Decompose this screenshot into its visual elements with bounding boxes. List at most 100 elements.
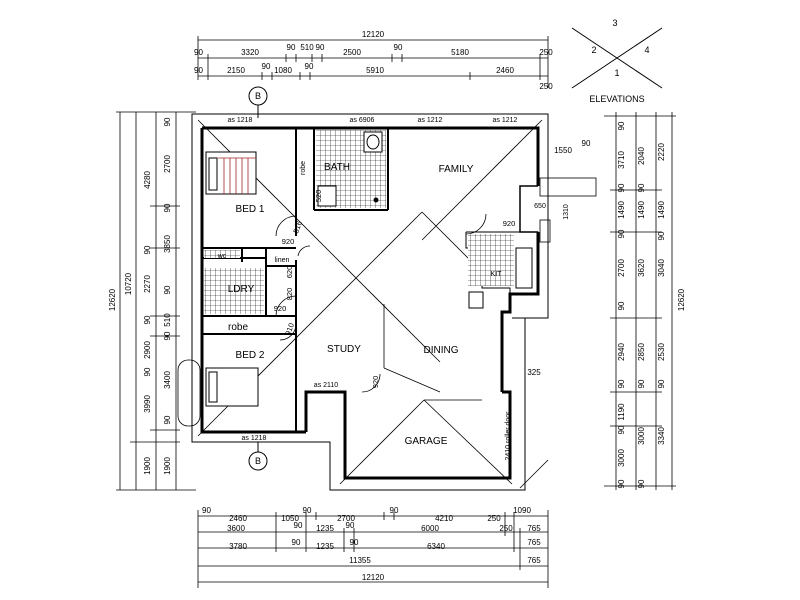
door-516: 516 bbox=[291, 220, 304, 235]
right-dim-c1-9: 1190 bbox=[617, 403, 626, 421]
room-robe2: robe bbox=[228, 322, 248, 333]
bottom-dim-r1-1: 2460 bbox=[229, 514, 247, 523]
bottom-dim-r3-0: 3780 bbox=[229, 542, 247, 551]
door-920-family: 920 bbox=[503, 219, 516, 228]
right-dim-c1-7: 2940 bbox=[617, 343, 626, 361]
left-dim-c4: 12620 bbox=[108, 288, 117, 311]
bed-2 bbox=[205, 367, 259, 407]
elevations-title: ELEVATIONS bbox=[589, 94, 644, 104]
note-1310: 1310 bbox=[563, 204, 570, 220]
elevation-3: 3 bbox=[612, 18, 617, 28]
section-marker-bottom bbox=[248, 442, 268, 471]
door-620: 620 bbox=[285, 266, 294, 279]
bottom-dim-r1-0: 90 bbox=[202, 506, 211, 515]
right-dim-c2-4: 2850 bbox=[637, 343, 646, 361]
bottom-dim-r2-4: 6000 bbox=[421, 524, 439, 533]
right-dim-c3-2: 90 bbox=[657, 231, 666, 240]
right-dim-c4: 12620 bbox=[677, 288, 686, 311]
note-as6906: as 6906 bbox=[350, 117, 375, 124]
bottom-dim-r3-4: 6340 bbox=[427, 542, 445, 551]
bottom-dim-r2-1: 90 bbox=[294, 521, 303, 530]
room-study: STUDY bbox=[327, 344, 361, 355]
top-dim-r1-3: 510 bbox=[300, 43, 314, 52]
room-linen: linen bbox=[275, 257, 290, 264]
note-as1218-bottom: as 1218 bbox=[242, 435, 267, 442]
top-dim-r2-0: 90 bbox=[194, 66, 203, 75]
top-dim-r2-3: 1080 bbox=[274, 66, 292, 75]
right-dim-c1-8: 90 bbox=[617, 379, 626, 388]
laundry-tiles bbox=[204, 268, 264, 314]
right-dim-c1-0: 90 bbox=[617, 121, 626, 130]
left-dim-c2-4: 2900 bbox=[143, 341, 152, 359]
garage-roller-door: 2410 roller door bbox=[505, 411, 512, 461]
right-dim-c1-11: 3000 bbox=[617, 449, 626, 467]
top-dim-r1-1: 3320 bbox=[241, 48, 259, 57]
top-dimension-lines bbox=[197, 36, 549, 88]
wc-tiles bbox=[204, 250, 240, 258]
left-dim-c2-0: 4280 bbox=[143, 171, 152, 189]
right-dim-c1-3: 1490 bbox=[617, 201, 626, 219]
right-dim-c1-4: 90 bbox=[617, 229, 626, 238]
elevation-4: 4 bbox=[644, 45, 649, 55]
top-dim-r1-4: 90 bbox=[316, 43, 325, 52]
left-dim-c2-7: 1900 bbox=[143, 457, 152, 475]
bottom-dim-r3-1: 90 bbox=[292, 538, 301, 547]
left-dimension-lines bbox=[116, 111, 196, 491]
door-910: 910 bbox=[283, 322, 296, 337]
top-dim-r1-0: 90 bbox=[194, 48, 203, 57]
bottom-overall-dim: 12120 bbox=[362, 573, 385, 582]
right-dim-c2-3: 3620 bbox=[637, 259, 646, 277]
right-dim-c1-6: 90 bbox=[617, 301, 626, 310]
top-dim-r2-5: 5910 bbox=[366, 66, 384, 75]
top-dim-r2-1: 2150 bbox=[227, 66, 245, 75]
right-dimension-lines bbox=[604, 112, 676, 490]
note-as1212a: as 1212 bbox=[418, 117, 443, 124]
right-dim-c2-2: 1490 bbox=[637, 201, 646, 219]
bottom-dim-r2-2: 1235 bbox=[316, 524, 334, 533]
bottom-dim-r1-5: 90 bbox=[390, 506, 399, 515]
left-dim-c1-2: 90 bbox=[163, 203, 172, 212]
top-dim-r1-5: 2500 bbox=[343, 48, 361, 57]
top-dim-r1-6: 90 bbox=[394, 43, 403, 52]
left-dim-c1-8: 90 bbox=[163, 415, 172, 424]
door-920-ldry: 920 bbox=[274, 304, 287, 313]
right-dim-c1-12: 90 bbox=[617, 479, 626, 488]
top-overall-dim: 12120 bbox=[362, 30, 385, 39]
kitchen-tiles bbox=[468, 234, 514, 286]
bottom-dim-r1-6: 4210 bbox=[435, 514, 453, 523]
right-dim-c3-3: 3040 bbox=[657, 259, 666, 277]
room-ldry: LDRY bbox=[228, 284, 255, 295]
left-dim-c1-0: 90 bbox=[163, 117, 172, 126]
top-dim-r1-2: 90 bbox=[287, 43, 296, 52]
bottom-dim-r2-5: 250 bbox=[499, 524, 513, 533]
note-as2110: as 2110 bbox=[314, 382, 338, 389]
elevation-2: 2 bbox=[591, 45, 596, 55]
roof-outline bbox=[191, 113, 549, 491]
right-dim-c3-5: 90 bbox=[657, 379, 666, 388]
door-920-study: 920 bbox=[371, 376, 380, 389]
bottom-dim-r2-0: 3600 bbox=[227, 524, 245, 533]
note-90: 90 bbox=[582, 139, 591, 148]
left-dim-c2-1: 90 bbox=[143, 245, 152, 254]
left-dim-c1-6: 90 bbox=[163, 331, 172, 340]
room-garage: GARAGE bbox=[405, 436, 448, 447]
room-dining: DINING bbox=[424, 345, 459, 356]
top-dim-r2-6: 2460 bbox=[496, 66, 514, 75]
bottom-dim-r2-6: 765 bbox=[527, 524, 541, 533]
room-robe1: robe bbox=[300, 161, 307, 175]
bottom-dim-r3-5: 765 bbox=[527, 538, 541, 547]
left-dim-c1-4: 90 bbox=[163, 285, 172, 294]
door-swings bbox=[275, 213, 487, 393]
bottom-dim-r1-2: 1050 bbox=[281, 514, 299, 523]
right-dim-c1-1: 3710 bbox=[617, 151, 626, 169]
left-dim-c2-2: 2270 bbox=[143, 275, 152, 293]
right-dim-c2-0: 2040 bbox=[637, 147, 646, 165]
left-dim-c1-7: 3400 bbox=[163, 371, 172, 389]
note-650: 650 bbox=[534, 203, 546, 210]
bottom-dim-r1-3: 90 bbox=[303, 506, 312, 515]
top-dim-r1-7: 5180 bbox=[451, 48, 469, 57]
bottom-dim-r4-0: 11355 bbox=[349, 556, 371, 565]
section-marker-bottom-label: B bbox=[255, 456, 261, 466]
left-dim-c1-9: 1900 bbox=[163, 457, 172, 475]
